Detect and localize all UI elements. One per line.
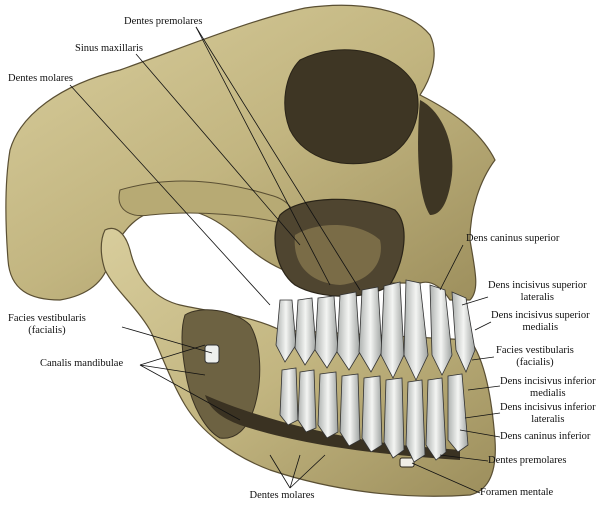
ramus-tooth-fragment: [204, 344, 220, 364]
label-dens-incisivus-superior-medialis-line2: medialis: [522, 322, 559, 333]
orbit-cavity: [284, 49, 419, 165]
label-dens-incisivus-inferior-medialis-line1: Dens incisivus inferior: [500, 376, 596, 387]
label-dens-incisivus-inferior-medialis: Dens incisivus inferior medialis: [500, 376, 596, 400]
label-facies-vestibularis-right-line1: Facies vestibularis: [496, 345, 574, 356]
nasal-aperture: [418, 100, 453, 215]
label-dens-incisivus-superior-lateralis: Dens incisivus superior lateralis: [488, 280, 587, 304]
label-dentes-molares-top: Dentes molares: [8, 73, 74, 84]
label-facies-vestibularis-right-line2: (facialis): [516, 357, 554, 368]
label-dens-incisivus-superior-lateralis-line2: lateralis: [520, 292, 554, 303]
label-dentes-premolares-bottom: Dentes premolares: [488, 455, 567, 466]
label-facies-vestibularis-right: Facies vestibularis (facialis): [496, 345, 574, 369]
upper-teeth: [275, 279, 476, 381]
label-facies-vestibularis-left-line1: Facies vestibularis: [8, 313, 86, 324]
label-dens-incisivus-superior-medialis: Dens incisivus superior medialis: [491, 310, 590, 334]
label-dens-incisivus-inferior-lateralis: Dens incisivus inferior lateralis: [500, 402, 596, 426]
label-facies-vestibularis-left-line2: (facialis): [28, 325, 66, 336]
label-dens-incisivus-superior-medialis-line1: Dens incisivus superior: [491, 310, 590, 321]
mandible-cut-cancellous: [181, 309, 261, 439]
label-canalis-mandibulae: Canalis mandibulae: [40, 358, 124, 369]
label-facies-vestibularis-left: Facies vestibularis (facialis): [8, 313, 86, 337]
leader-lines: [69, 26, 501, 494]
label-sinus-maxillaris: Sinus maxillaris: [75, 43, 143, 54]
label-dens-caninus-inferior: Dens caninus inferior: [500, 431, 591, 442]
label-dentes-molares-bottom: Dentes molares: [249, 490, 315, 501]
label-dens-incisivus-superior-lateralis-line1: Dens incisivus superior: [488, 280, 587, 291]
foramen-mentale-hole: [399, 457, 415, 468]
label-dentes-premolares-top: Dentes premolares: [124, 16, 203, 27]
label-dens-incisivus-inferior-lateralis-line2: lateralis: [531, 414, 565, 425]
lower-teeth: [279, 367, 469, 463]
label-dens-caninus-superior: Dens caninus superior: [466, 233, 560, 244]
label-dens-incisivus-inferior-lateralis-line1: Dens incisivus inferior: [500, 402, 596, 413]
label-dens-incisivus-inferior-medialis-line2: medialis: [530, 388, 566, 399]
label-foramen-mentale: Foramen mentale: [480, 487, 554, 498]
